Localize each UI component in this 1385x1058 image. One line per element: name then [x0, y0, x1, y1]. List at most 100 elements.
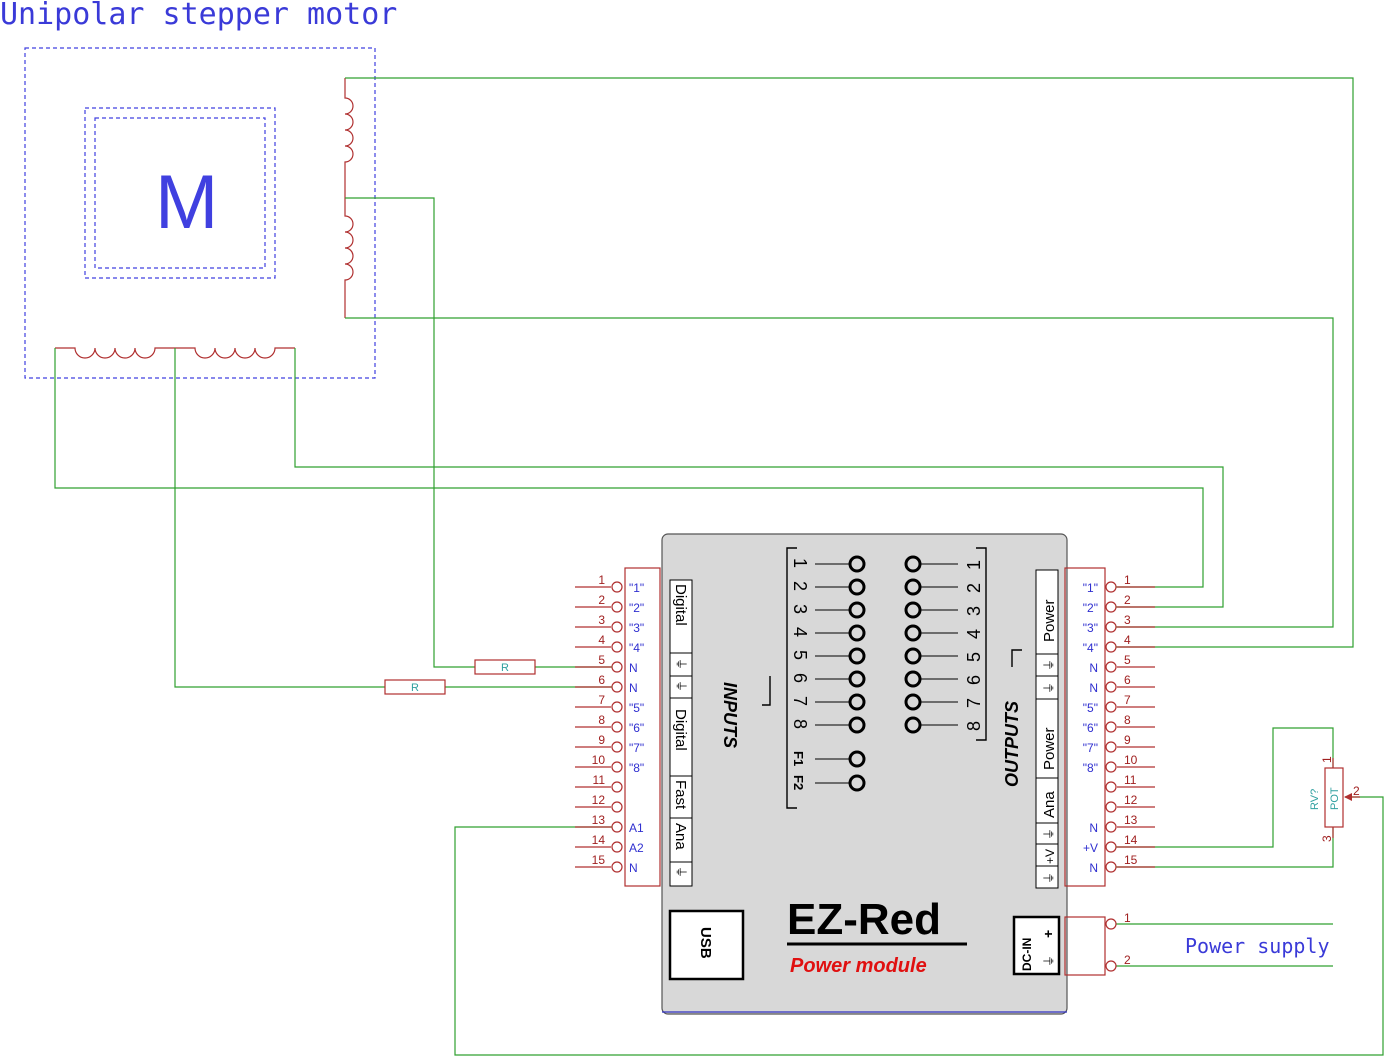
left-pin: 12: [575, 793, 623, 813]
output-pin-label: 6: [964, 675, 984, 685]
svg-text:Digital: Digital: [672, 584, 689, 626]
diagram-title: Unipolar stepper motor: [0, 0, 397, 32]
left-pin-number: 4: [598, 633, 605, 647]
left-pin: 5N: [575, 653, 638, 675]
input-pin: 5: [790, 647, 866, 665]
input-pin-label: 4: [790, 627, 810, 637]
right-pin-label: N: [1089, 661, 1098, 675]
input-pin: 2: [790, 578, 866, 596]
right-pin: 3"3": [1083, 613, 1155, 635]
right-pin-label: +V: [1083, 841, 1098, 855]
right-pin-number: 5: [1124, 653, 1131, 667]
left-pin-label: "5": [629, 701, 644, 715]
right-pin: 10"8": [1083, 753, 1155, 775]
right-pin-number: 3: [1124, 613, 1131, 627]
output-pin: 5: [904, 647, 984, 665]
left-pin-label: N: [629, 661, 638, 675]
left-pin-number: 11: [593, 773, 606, 787]
outputs-label: OUTPUTS: [1002, 701, 1022, 787]
left-pin-number: 8: [598, 713, 605, 727]
right-pin-number: 8: [1124, 713, 1131, 727]
right-pin-number: 15: [1124, 853, 1138, 867]
power-pin-number: 2: [1124, 953, 1131, 967]
right-pin-label: "6": [1083, 721, 1098, 735]
right-pin-label: "7": [1083, 741, 1098, 755]
svg-text:+: +: [1040, 930, 1056, 938]
left-pin: 11: [575, 773, 623, 793]
left-pin-number: 9: [598, 733, 605, 747]
right-pin: 5N: [1089, 653, 1155, 675]
input-pin-label: F2: [791, 775, 806, 790]
svg-text:⏚: ⏚: [1042, 955, 1056, 967]
output-pin: 7: [904, 693, 984, 711]
left-pin-label: "1": [629, 581, 644, 595]
output-pin-label: 7: [964, 698, 984, 708]
output-pin: 4: [904, 624, 984, 642]
left-group-box: Digital ⏚ ⏚ Digital Fast Ana ⏚: [669, 579, 693, 887]
svg-text:⏚: ⏚: [1042, 828, 1056, 840]
right-pin-label: "5": [1083, 701, 1098, 715]
right-pin-label: "1": [1083, 581, 1098, 595]
right-pin-number: 13: [1124, 813, 1138, 827]
right-pin: 8 "6": [1083, 713, 1155, 735]
svg-text:⏚: ⏚: [1042, 659, 1056, 671]
right-pin-number: 11: [1124, 773, 1137, 787]
resistor-r2: R: [384, 679, 446, 695]
dc-in-port: DC-IN + ⏚: [1012, 915, 1061, 976]
output-pin-label: 4: [964, 629, 984, 639]
ez-red-module: [661, 533, 1068, 1015]
right-connector: 1"1"2"2"3"3"4"4"5N6N7"5"8"6"9"7"10"8"111…: [1064, 567, 1155, 887]
left-pin: 1"1": [575, 573, 644, 595]
svg-text:⏚: ⏚: [674, 866, 688, 878]
svg-text:USB: USB: [697, 927, 714, 959]
svg-text:R: R: [411, 682, 419, 694]
left-pin-label: N: [629, 861, 638, 875]
inputs-label: INPUTS: [720, 682, 740, 748]
svg-text:R: R: [501, 662, 509, 674]
right-pin: 7 "5": [1083, 693, 1155, 715]
input-pin-label: 8: [790, 719, 810, 729]
svg-text:Digital: Digital: [672, 709, 689, 751]
resistor-r1: R: [474, 659, 536, 675]
input-pin-label: 3: [790, 604, 810, 614]
left-connector: 1"1"2"2"3"3"4"4"5N6N7"5"8"6"9"7"10"8"111…: [575, 567, 661, 887]
left-pin-number: 6: [598, 673, 605, 687]
left-pin-number: 10: [592, 753, 606, 767]
stepper-motor: [24, 47, 376, 379]
left-pin-label: N: [629, 681, 638, 695]
right-pin-label: N: [1089, 861, 1098, 875]
svg-text:1: 1: [1320, 756, 1334, 763]
right-pin-number: 10: [1124, 753, 1138, 767]
input-pin-label: 1: [790, 558, 810, 568]
svg-text:DC-IN: DC-IN: [1020, 938, 1034, 971]
svg-text:+V: +V: [1043, 849, 1057, 864]
input-pin: 3: [790, 601, 866, 619]
input-pin: F1: [791, 750, 866, 768]
right-pin-number: 2: [1124, 593, 1131, 607]
left-pin-number: 2: [598, 593, 605, 607]
input-pin: 4: [790, 624, 866, 642]
output-pin: 1: [904, 555, 984, 573]
output-pin: 3: [904, 601, 984, 619]
right-pin: 12: [1105, 793, 1155, 813]
left-pin-number: 3: [598, 613, 605, 627]
right-pin: 6N: [1089, 673, 1155, 695]
left-pin: 10"8": [575, 753, 644, 775]
right-pin-label: N: [1089, 681, 1098, 695]
left-pin-label: "6": [629, 721, 644, 735]
left-pin-label: "3": [629, 621, 644, 635]
svg-text:2: 2: [1353, 784, 1360, 798]
usb-port: USB: [668, 909, 745, 981]
left-pin-number: 13: [592, 813, 606, 827]
right-pin-number: 1: [1124, 573, 1131, 587]
motor-symbol: M: [155, 160, 218, 245]
right-pin-number: 7: [1124, 693, 1131, 707]
left-pin-number: 5: [598, 653, 605, 667]
output-pin-label: 3: [964, 606, 984, 616]
power-pin: 2: [1105, 953, 1131, 972]
svg-text:POT: POT: [1329, 787, 1341, 810]
right-pin: 9"7": [1083, 733, 1155, 755]
svg-text:Power: Power: [1041, 727, 1058, 770]
input-pin-label: F1: [791, 751, 806, 766]
